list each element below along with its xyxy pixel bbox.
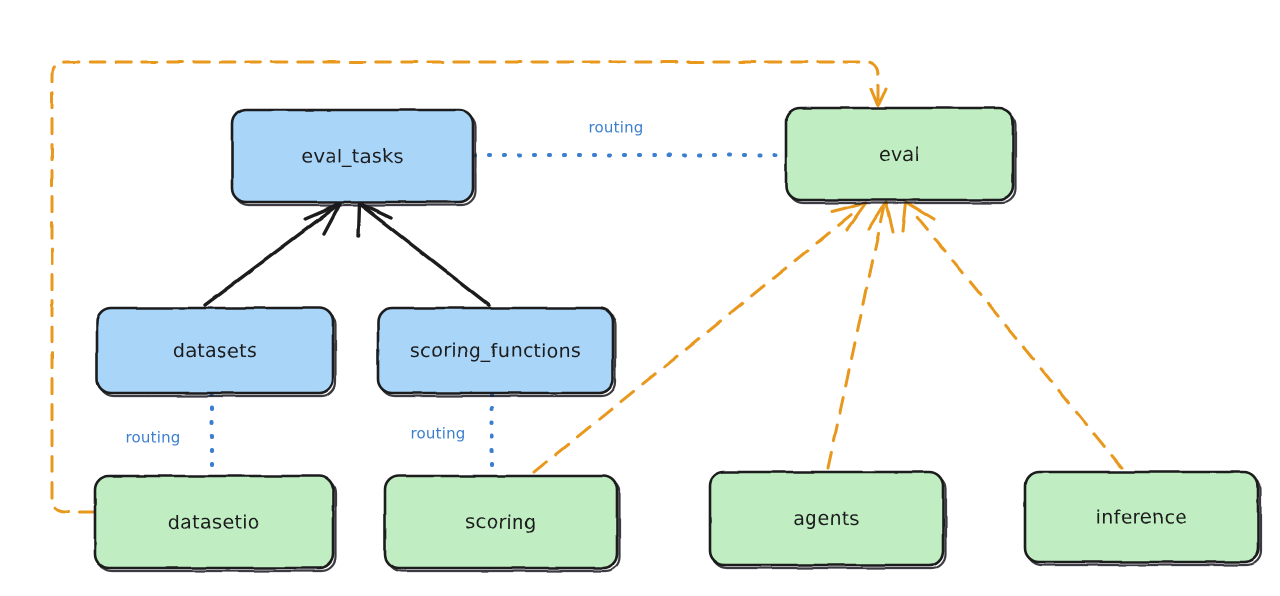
edge-label-routing-eval_tasks-eval: routing: [589, 119, 644, 137]
node-box-provider: [1023, 470, 1260, 564]
node-box-provider: [383, 474, 619, 570]
node-label: inference: [1096, 507, 1188, 529]
node-eval_tasks[interactable]: eval_tasks: [230, 108, 477, 207]
edge-labels-layer: routing routing routing: [126, 119, 644, 447]
node-inference[interactable]: inference: [1023, 470, 1262, 567]
node-datasets[interactable]: datasets: [95, 306, 337, 398]
edge-datasetio-to-eval: [50, 60, 888, 514]
node-label: agents: [793, 508, 860, 530]
node-label: eval: [879, 144, 920, 166]
edge-datasets-to-eval_tasks: [203, 202, 342, 307]
node-eval[interactable]: eval: [784, 106, 1017, 205]
node-box-api: [95, 306, 335, 395]
edge-inference-to-eval: [901, 200, 1124, 470]
node-agents[interactable]: agents: [708, 470, 947, 570]
node-label: scoring: [465, 512, 536, 534]
node-box-api: [230, 108, 475, 204]
edge-agents-to-eval: [826, 200, 895, 470]
node-box-provider: [93, 474, 335, 570]
node-box-provider: [708, 470, 945, 567]
node-label: datasets: [173, 340, 257, 362]
edge-label-routing-datasets-datasetio: routing: [126, 429, 181, 447]
node-scoring_functions[interactable]: scoring_functions: [376, 306, 617, 398]
node-scoring[interactable]: scoring: [383, 474, 621, 573]
node-label: scoring_functions: [410, 340, 581, 362]
node-box-api: [376, 306, 615, 395]
edge-label-routing-scoring_functions-scoring: routing: [411, 425, 466, 443]
node-box-provider: [784, 106, 1015, 202]
edge-scoring_functions-to-eval_tasks: [356, 201, 491, 307]
node-datasetio[interactable]: datasetio: [93, 474, 337, 573]
nodes-layer: eval_tasks eval datasets scoring_functionsd…: [93, 106, 1262, 573]
edges-layer: [50, 60, 1124, 514]
node-label: eval_tasks: [301, 146, 403, 168]
node-label: datasetio: [168, 512, 259, 534]
